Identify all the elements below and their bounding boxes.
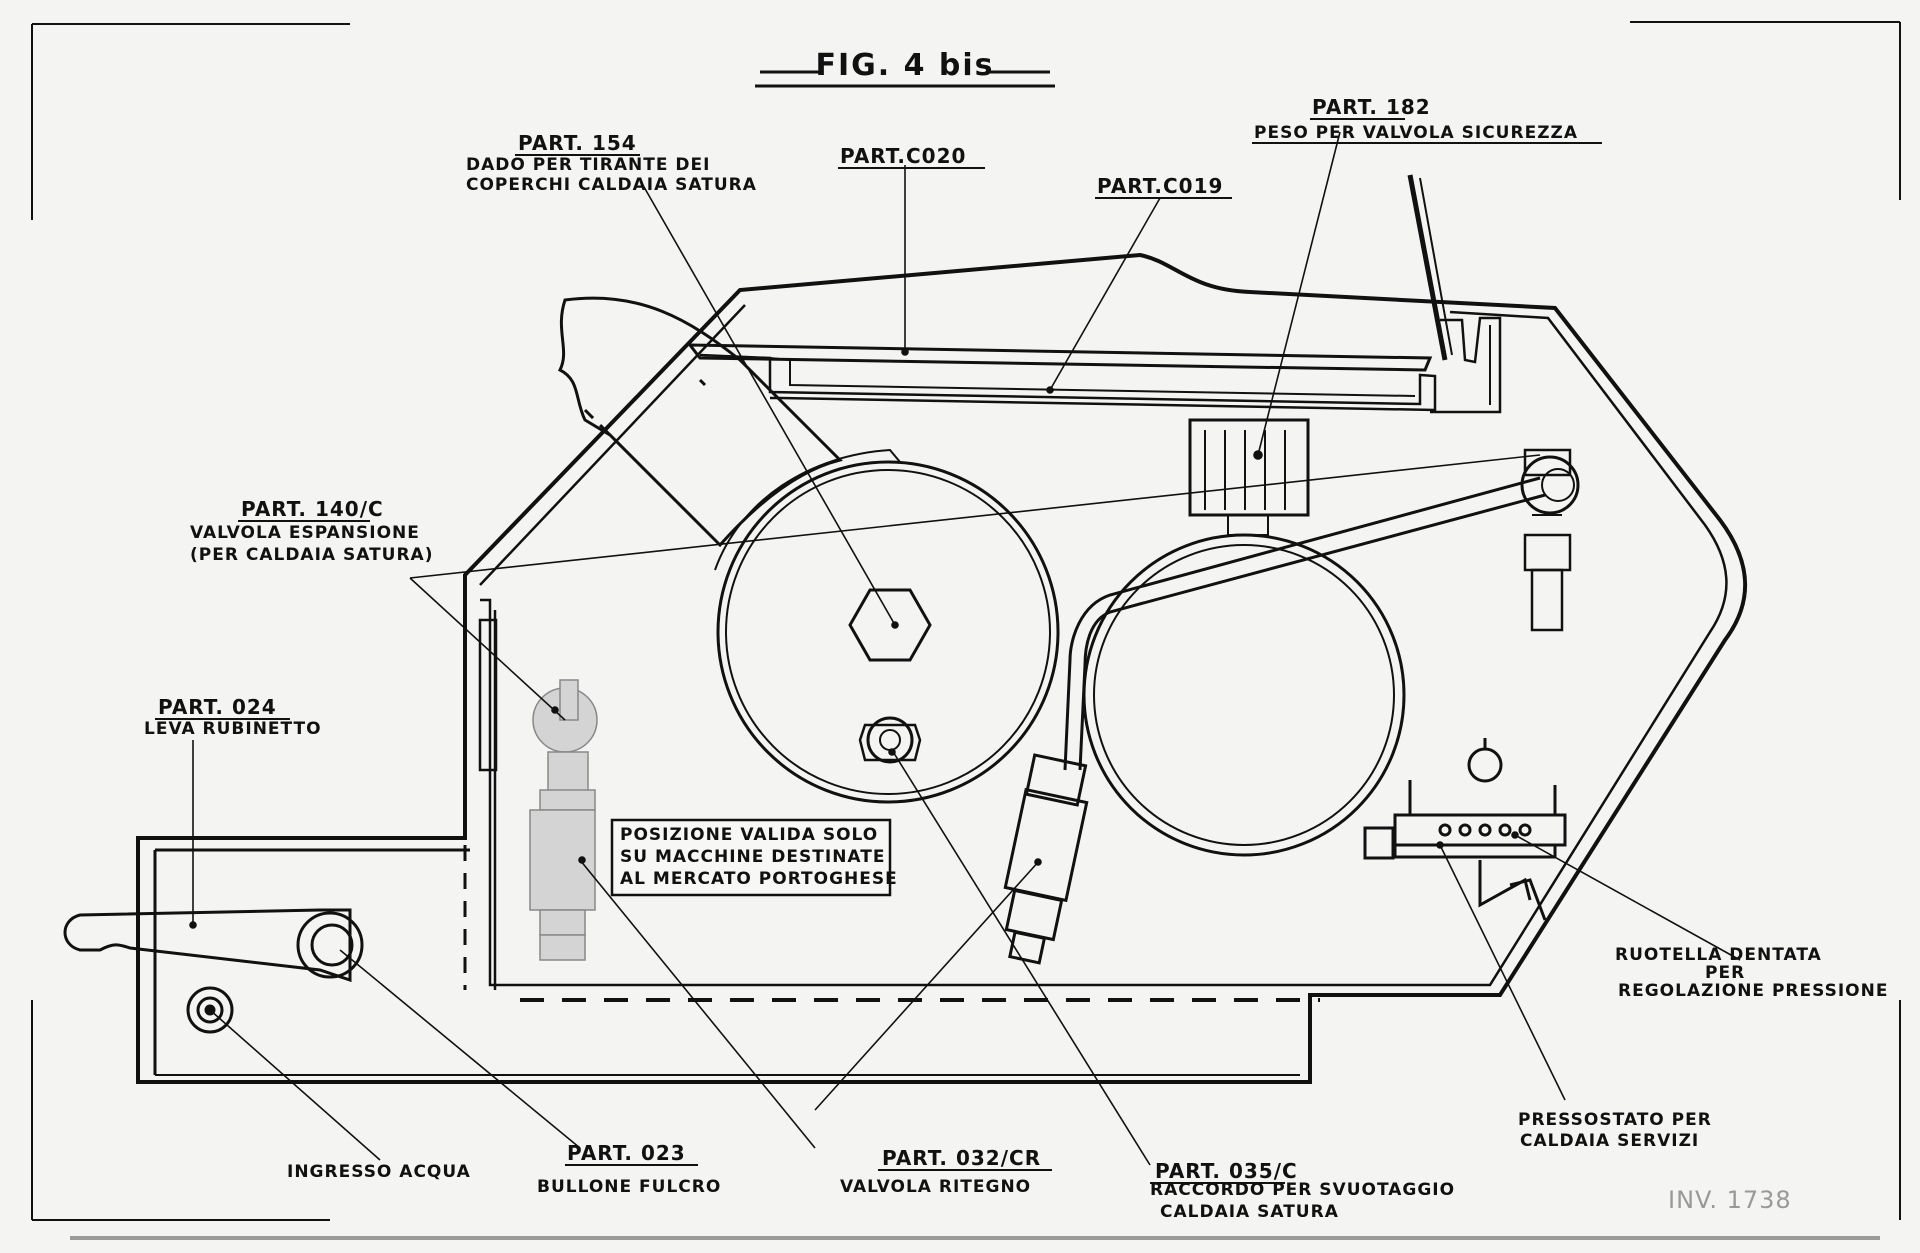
note-line-2: SU MACCHINE DESTINATE (620, 847, 885, 867)
drain-fitting-outer (866, 716, 914, 764)
hex-nut-154 (848, 588, 932, 662)
label-p035-line1: RACCORDO PER SVUOTAGGIO (1150, 1180, 1455, 1200)
label-p035-line2: CALDAIA SATURA (1160, 1202, 1339, 1222)
part-labels: PART. 154 DADO PER TIRANTE DEI COPERCHI … (144, 95, 1888, 1222)
label-p182-line1: PESO PER VALVOLA SICUREZZA (1254, 123, 1578, 143)
label-p032-code: PART. 032/CR (882, 1146, 1041, 1170)
left-wall-bracket (478, 618, 498, 772)
label-ingresso-acqua: INGRESSO ACQUA (287, 1162, 471, 1182)
label-p140-code: PART. 140/C (241, 497, 384, 521)
steam-outlet-pipe (557, 296, 843, 548)
label-pressostato-line2: CALDAIA SERVIZI (1520, 1131, 1699, 1151)
housing-outer-outline (136, 252, 1747, 1084)
label-p154-line2: COPERCHI CALDAIA SATURA (466, 175, 757, 195)
tap-lever (63, 908, 364, 1034)
label-p019-code: PART.C019 (1097, 174, 1223, 198)
boiler-cover-assembly (686, 174, 1502, 414)
label-ruotella-line2: PER (1705, 963, 1745, 983)
label-p154-code: PART. 154 (518, 131, 637, 155)
label-p024-code: PART. 024 (158, 695, 277, 719)
check-valve-assembly (1003, 753, 1089, 965)
pressure-switch-assembly (1363, 738, 1567, 921)
label-p140-line1: VALVOLA ESPANSIONE (190, 523, 420, 543)
note-line-1: POSIZIONE VALIDA SOLO (620, 825, 878, 845)
housing-inner-outline (479, 304, 1728, 987)
label-pressostato-line1: PRESSOSTATO PER (1518, 1110, 1712, 1130)
portuguese-market-note: POSIZIONE VALIDA SOLO SU MACCHINE DESTIN… (610, 818, 898, 897)
connecting-pipe (1063, 448, 1580, 771)
note-line-3: AL MERCATO PORTOGHESE (620, 869, 898, 889)
label-ruotella-line1: RUOTELLA DENTATA (1615, 945, 1822, 965)
label-p140-line2: (PER CALDAIA SATURA) (190, 545, 433, 565)
inventory-stamp: INV. 1738 (1668, 1186, 1792, 1214)
label-p182-code: PART. 182 (1312, 95, 1431, 119)
figure-title: FIG. 4 bis (755, 48, 1055, 88)
service-boiler-drum (1082, 418, 1406, 857)
water-inlet-ring (186, 986, 234, 1034)
label-p035-code: PART. 035/C (1155, 1159, 1298, 1183)
label-p023-line1: BULLONE FULCRO (537, 1177, 721, 1197)
label-p024-line1: LEVA RUBINETTO (144, 719, 322, 739)
label-p023-code: PART. 023 (567, 1141, 686, 1165)
label-ruotella-line3: REGOLAZIONE PRESSIONE (1618, 981, 1888, 1001)
label-p032-line1: VALVOLA RITEGNO (840, 1177, 1031, 1197)
leader-lines (189, 131, 1741, 1166)
label-p154-line1: DADO PER TIRANTE DEI (466, 155, 710, 175)
title-text: FIG. 4 bis (815, 48, 994, 83)
label-p020-code: PART.C020 (840, 144, 966, 168)
crop-marks (31, 21, 1901, 1240)
pipe-fitting-ring (1520, 455, 1580, 515)
machine-body (136, 252, 1747, 1084)
